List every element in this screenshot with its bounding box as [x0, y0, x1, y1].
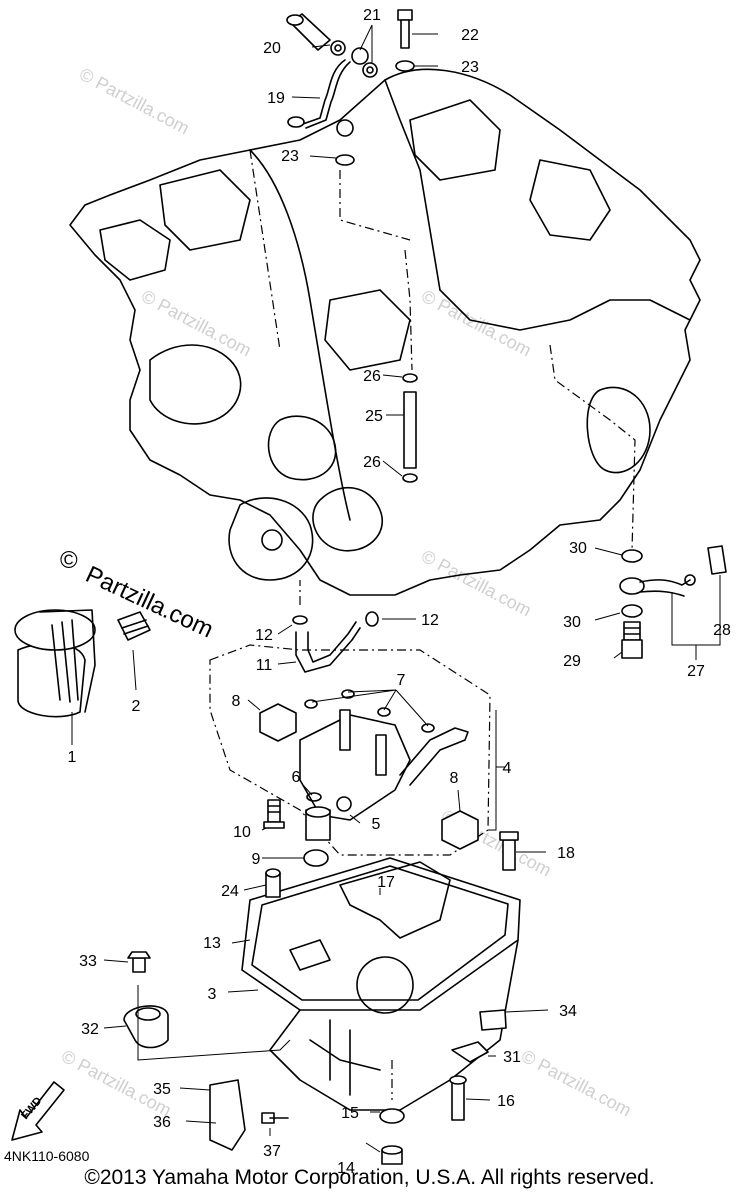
- callout-33: 33: [79, 953, 97, 970]
- oil-pan: [227, 831, 546, 1111]
- callout-26: 26: [363, 368, 381, 385]
- diagram-code: 4NK110-6080: [4, 1148, 90, 1164]
- oil-line-parts: [594, 545, 727, 660]
- callout-15: 15: [341, 1105, 359, 1122]
- callout-34: 34: [559, 1003, 577, 1020]
- callout-12: 12: [421, 612, 439, 629]
- callout-16: 16: [497, 1093, 515, 1110]
- oil-hose-parts: [277, 580, 416, 673]
- callout-30: 30: [563, 614, 581, 631]
- watermark: © Partzilla.com: [418, 286, 534, 361]
- callout-12: 12: [255, 627, 273, 644]
- engine-block: [69, 68, 701, 596]
- callout-3: 3: [208, 986, 217, 1003]
- callout-5: 5: [372, 816, 381, 833]
- callout-2: 2: [132, 698, 141, 715]
- callout-25: 25: [365, 408, 383, 425]
- callout-13: 13: [203, 935, 221, 952]
- callout-31: 31: [503, 1049, 521, 1066]
- callout-6: 6: [292, 769, 301, 786]
- watermark: © Partzilla.com: [418, 546, 534, 621]
- callout-8: 8: [232, 693, 241, 710]
- callout-28: 28: [713, 622, 731, 639]
- callout-35: 35: [153, 1081, 171, 1098]
- callout-22: 22: [461, 27, 479, 44]
- drain-parts: [365, 1009, 549, 1165]
- watermark: © Partzilla.com: [518, 1046, 634, 1121]
- watermark: © Partzilla.com: [138, 286, 254, 361]
- callout-17: 17: [377, 874, 395, 891]
- callout-36: 36: [153, 1114, 171, 1131]
- callout-29: 29: [563, 653, 581, 670]
- oil-pipe-parts: [382, 373, 418, 483]
- forward-arrow-icon: FWD: [11, 1081, 65, 1141]
- strainer-assembly: [209, 644, 505, 867]
- callout-32: 32: [81, 1021, 99, 1038]
- callout-1: 1: [68, 749, 77, 766]
- callout-24: 24: [221, 883, 239, 900]
- copyright-symbol: ©: [60, 547, 78, 574]
- callout-10: 10: [233, 824, 251, 841]
- callout-23: 23: [281, 148, 299, 165]
- callouts: 1 2 3 4 5 6 7 8 8 9 10 11 12 12 13 14 15…: [68, 7, 731, 1177]
- callout-20: 20: [263, 40, 281, 57]
- callout-19: 19: [267, 90, 285, 107]
- callout-4: 4: [503, 760, 512, 777]
- pan-side-parts: [103, 951, 291, 1151]
- watermark: © Partzilla.com: [76, 64, 192, 139]
- callout-8: 8: [450, 770, 459, 787]
- callout-11: 11: [256, 657, 273, 674]
- callout-9: 9: [252, 851, 261, 868]
- callout-30: 30: [569, 540, 587, 557]
- callout-14: 14: [337, 1160, 355, 1177]
- breather-parts: [286, 9, 438, 166]
- callout-23: 23: [461, 59, 479, 76]
- callout-21: 21: [363, 7, 381, 24]
- callout-37: 37: [263, 1143, 281, 1160]
- oil-filter: [14, 609, 151, 745]
- callout-26: 26: [363, 454, 381, 471]
- copyright-notice: ©2013 Yamaha Motor Corporation, U.S.A. A…: [84, 1166, 655, 1189]
- callout-7: 7: [397, 672, 406, 689]
- callout-27: 27: [687, 663, 705, 680]
- callout-18: 18: [557, 845, 575, 862]
